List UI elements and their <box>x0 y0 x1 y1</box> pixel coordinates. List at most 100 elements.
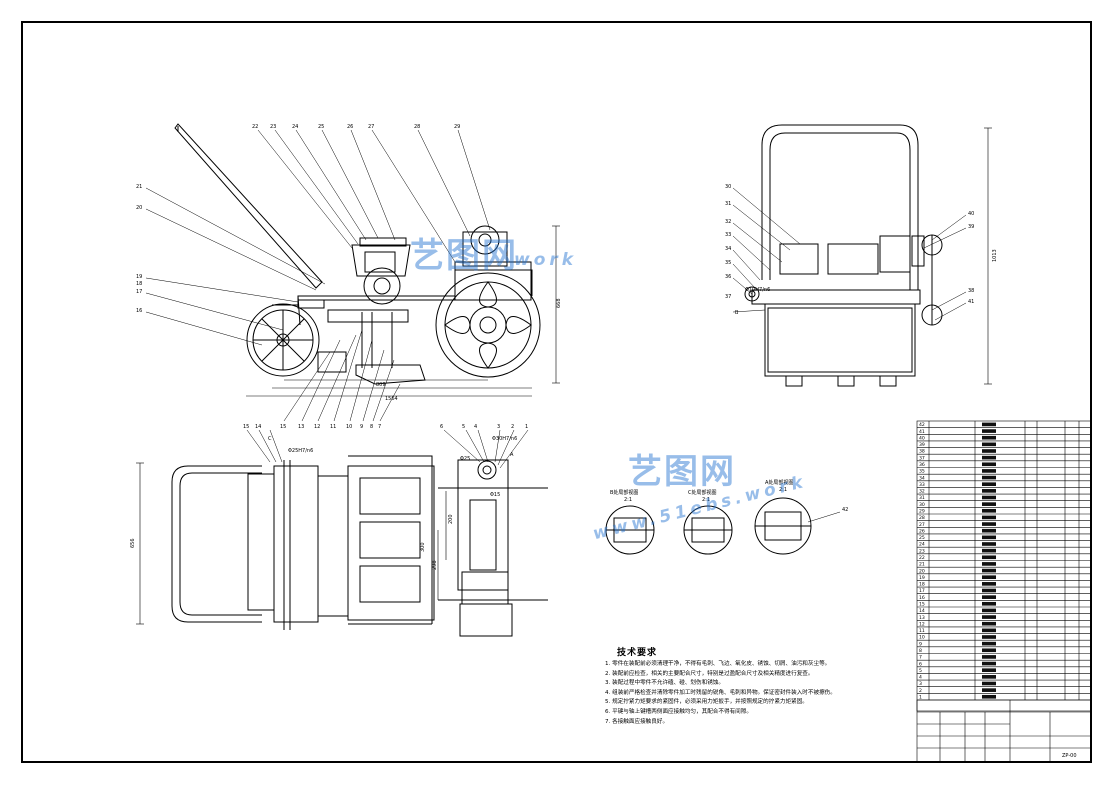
front-hopper-left <box>779 243 819 275</box>
bom-name-cell <box>982 601 996 606</box>
bom-name-cell <box>982 555 996 560</box>
bom-row-number: 5 <box>919 668 922 674</box>
part-number: 3 <box>497 424 500 430</box>
bom-name-cell <box>982 475 996 480</box>
part-number: 26 <box>347 124 353 130</box>
front-hopper-mid <box>827 243 879 275</box>
bom-name-cell <box>982 635 996 639</box>
bom-name-cell <box>982 455 996 460</box>
part-number: 38 <box>968 288 974 294</box>
dimension: 200 <box>448 514 454 524</box>
bom-name-cell <box>982 675 996 679</box>
technical-requirements: 技术要求 1. 零件在装配前必须清理干净，不得有毛刺、飞边、氧化皮、锈蚀、切屑、… <box>605 645 905 727</box>
detail-title: B处局部视图 <box>610 489 638 496</box>
bom-row-number: 14 <box>919 608 925 614</box>
bom-name-cell <box>982 694 996 699</box>
bom-row-number: 7 <box>919 655 922 661</box>
part-number: 9 <box>360 424 363 430</box>
bom-row-number: 36 <box>919 462 925 468</box>
part-number: 5 <box>462 424 465 430</box>
tech-item: 1. 零件在装配前必须清理干净，不得有毛刺、飞边、氧化皮、锈蚀、切屑、油污和灰尘… <box>605 661 831 667</box>
part-number: 35 <box>725 260 731 266</box>
bom-name-cell <box>982 489 996 493</box>
top-view <box>136 429 548 637</box>
bom-row-number: 25 <box>919 535 925 541</box>
title-block <box>916 699 1092 763</box>
bom-row-number: 24 <box>919 542 925 548</box>
bom-row-number: 29 <box>919 509 925 515</box>
bom-row-number: 13 <box>919 615 925 621</box>
bom-row-number: 18 <box>919 582 925 588</box>
side-motor-box <box>454 261 532 301</box>
bom-row-number: 39 <box>919 442 925 448</box>
bom-name-cell <box>982 435 996 440</box>
fit-label: Φ25 <box>460 456 470 462</box>
dimension: 668 <box>556 298 562 308</box>
bom-row-number: 38 <box>919 449 925 455</box>
part-number: 28 <box>414 124 420 130</box>
bom-row-number: 42 <box>919 422 925 428</box>
bom-name-cell <box>982 641 996 646</box>
tech-item: 5. 规定拧紧力矩要求的紧固件，必须采用力矩扳手，并按照规定的拧紧力矩紧固。 <box>605 699 808 706</box>
part-number: 32 <box>725 219 731 225</box>
detail-views <box>605 497 841 555</box>
bom-name-cell <box>982 648 996 653</box>
bom-name-cell <box>982 548 996 553</box>
part-number: C <box>268 436 272 442</box>
part-number: 19 <box>136 274 142 280</box>
part-number: 37 <box>725 294 731 300</box>
bom-row-number: 31 <box>919 495 925 501</box>
part-number: 8 <box>370 424 373 430</box>
bom-name-cell <box>982 482 996 487</box>
part-number: 13 <box>298 424 304 430</box>
part-number: 34 <box>725 246 731 252</box>
bom-name-cell <box>982 615 996 619</box>
part-number: 23 <box>270 124 276 130</box>
part-number: 16 <box>136 308 142 314</box>
bom-name-cell <box>982 495 996 500</box>
furrow-box <box>317 351 347 373</box>
dimension: 300 <box>420 542 426 552</box>
detail-scale: 2:1 <box>702 497 710 503</box>
bom-name-cell <box>982 582 996 586</box>
bom-row-number: 26 <box>919 528 925 534</box>
bom-name-cell <box>982 449 996 453</box>
bom-row-number: 10 <box>919 635 925 641</box>
part-number: 12 <box>314 424 320 430</box>
part-number: 20 <box>136 205 142 211</box>
bom-row-number: 12 <box>919 621 925 627</box>
bom-name-cell <box>982 608 996 613</box>
detail-scale: 2:1 <box>624 497 632 503</box>
top-motor <box>459 603 513 637</box>
fit-label: Φ15 <box>490 492 500 498</box>
dimension: 656 <box>130 538 136 548</box>
fit-label: Φ10H7/n6 <box>745 287 770 293</box>
part-number: 15 <box>280 424 286 430</box>
part-number: 24 <box>292 124 298 130</box>
part-number: 33 <box>725 232 731 238</box>
detail-scale: 2:1 <box>779 487 787 493</box>
bom-name-cell <box>982 469 996 473</box>
bom-name-cell <box>982 568 996 573</box>
part-number: 11 <box>330 424 336 430</box>
part-number: 25 <box>318 124 324 130</box>
bom-row-number: 37 <box>919 455 925 461</box>
bom-name-cell <box>982 528 996 533</box>
handle-bar <box>174 123 323 289</box>
bom-name-cell <box>982 462 996 467</box>
top-handle-loop <box>171 465 262 623</box>
part-number: 40 <box>968 211 974 217</box>
part-number: 14 <box>255 424 261 430</box>
bom-name-cell <box>982 422 996 427</box>
bom-row-number: 28 <box>919 515 925 521</box>
bom-name-cell <box>982 655 996 659</box>
part-number: 31 <box>725 201 731 207</box>
front-handle-loop <box>761 124 919 290</box>
bom-row-number: 19 <box>919 575 925 581</box>
detail-labels: B处局部视图 2:1 C处局部视图 2:1 A处局部视图 2:1 42 <box>610 479 848 513</box>
dimension: 809 <box>376 382 386 388</box>
bom-name-cell <box>982 429 996 433</box>
dimension: 1013 <box>992 249 998 262</box>
top-view-labels: 15 14 C 6 5 4 3 2 1 A Φ25H7/n6 Φ30H7/n6 … <box>130 424 528 570</box>
bom-row-number: 8 <box>919 648 922 654</box>
